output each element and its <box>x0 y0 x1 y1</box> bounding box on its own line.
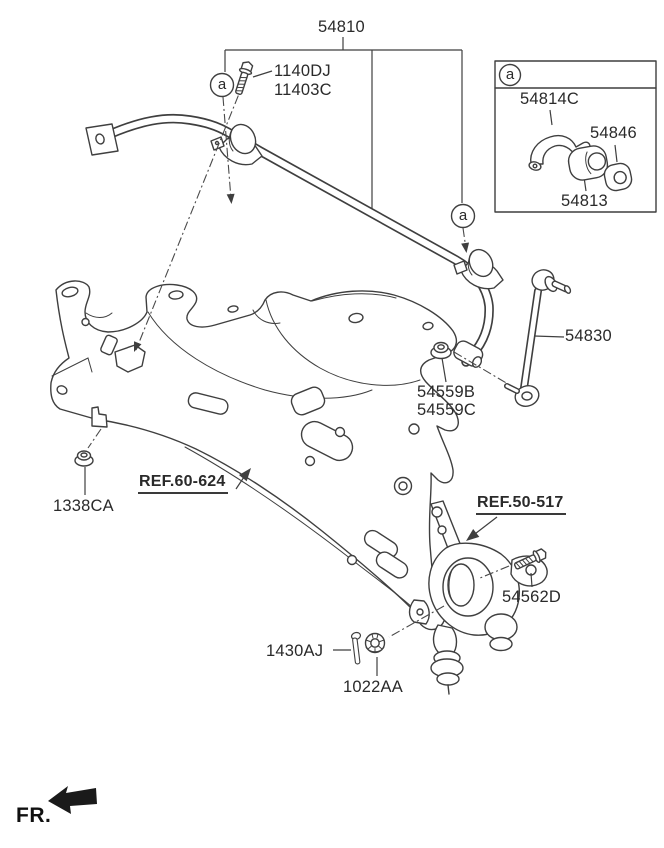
ref-arrow-60-624 <box>235 464 255 490</box>
leader-lines <box>84 37 618 676</box>
label-54814c: 54814C <box>520 90 579 108</box>
cotter-pin-icon-1430aj <box>350 631 362 665</box>
fastener-icons <box>74 59 550 665</box>
bar-end-bushing <box>453 340 484 368</box>
callout-circle-right <box>450 203 476 229</box>
nut-icon-54559 <box>430 341 452 360</box>
label-ref-50-517: REF.50-517 <box>476 494 566 515</box>
label-54810: 54810 <box>318 18 365 36</box>
nut-icon-1338ca <box>74 450 94 467</box>
callout-a-bar-left: a <box>217 75 227 93</box>
label-11403c: 11403C <box>274 81 332 99</box>
castle-nut-icon-1022aa <box>364 632 386 654</box>
stabilizer-bar-drawing <box>85 113 504 368</box>
label-54559c: 54559C <box>417 401 476 419</box>
callout-a-inset: a <box>505 65 515 83</box>
axis-lines <box>87 63 510 638</box>
label-fr-marker: FR. <box>16 804 52 827</box>
callout-circle-left <box>209 72 235 98</box>
bolt-icon-1140dj <box>231 59 256 97</box>
inset-box <box>494 60 657 213</box>
label-54813: 54813 <box>561 192 608 210</box>
label-ref-60-624: REF.60-624 <box>138 473 228 494</box>
stopper-icon-54846 <box>603 162 633 192</box>
fr-arrow <box>48 786 97 814</box>
label-1430aj: 1430AJ <box>266 642 324 660</box>
bar-bushing-clamp-left <box>210 123 263 166</box>
bar-eye-end <box>85 123 119 156</box>
knuckle-drawing <box>408 500 548 695</box>
callout-a-bar-right: a <box>458 206 468 224</box>
ref-arrow-50-517 <box>462 516 498 545</box>
bushing-icon-54813 <box>567 145 609 181</box>
callout-circle-inset <box>498 63 522 87</box>
label-54846: 54846 <box>590 124 637 142</box>
label-1140dj: 1140DJ <box>274 62 331 80</box>
bar-bushing-clamp-right <box>453 248 504 290</box>
label-54830: 54830 <box>565 327 612 345</box>
label-1022aa: 1022AA <box>343 678 403 696</box>
stabilizer-link-drawing <box>504 269 572 407</box>
crossmember-drawing <box>50 280 459 631</box>
label-54559b: 54559B <box>417 383 476 401</box>
label-54562d: 54562D <box>502 588 561 606</box>
label-1338ca: 1338CA <box>53 497 114 515</box>
